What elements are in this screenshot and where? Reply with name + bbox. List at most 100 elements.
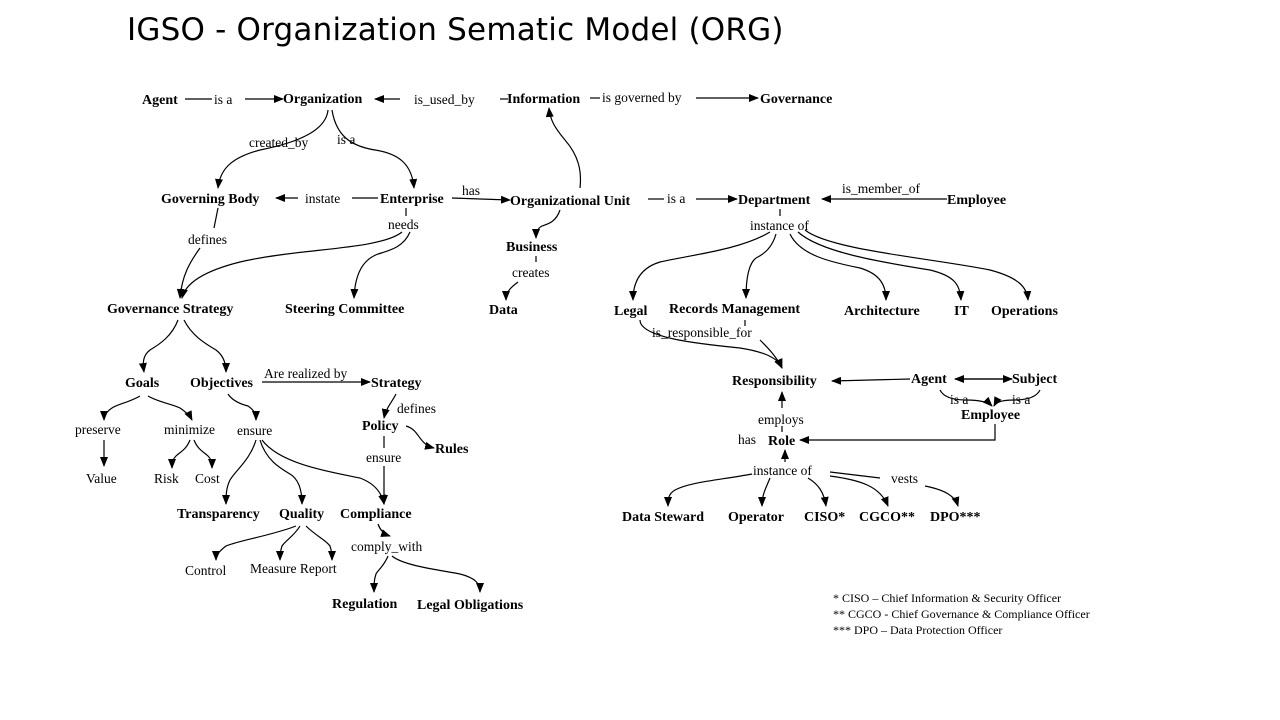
- node-cost: Cost: [195, 471, 220, 486]
- node-governance-strategy: Governance Strategy: [107, 302, 233, 317]
- label-is-a-subject-employee: is a: [1012, 392, 1030, 407]
- node-operations: Operations: [991, 304, 1058, 319]
- node-agent-top: Agent: [142, 93, 178, 108]
- footnote-ciso: * CISO – Chief Information & Security Of…: [833, 591, 1061, 605]
- node-compliance: Compliance: [340, 507, 412, 522]
- edge-dept-architecture: [789, 233, 890, 301]
- edge-ensure-quality: [259, 439, 306, 505]
- footnote-cgco: ** CGCO - Chief Governance & Compliance …: [833, 607, 1090, 621]
- edge-role-dpo-b: [924, 485, 960, 507]
- edge-ent-steering: [350, 231, 411, 299]
- label-instance-of-role: instance of: [753, 463, 812, 478]
- node-legal: Legal: [614, 304, 648, 319]
- node-value: Value: [86, 471, 117, 486]
- footnote-dpo: *** DPO – Data Protection Officer: [833, 623, 1002, 637]
- edge-dept-operations: [804, 229, 1032, 301]
- edge-minimize-cost: [193, 439, 216, 469]
- label-defines-strategy: defines: [397, 401, 436, 416]
- edge-quality-report: [305, 525, 336, 561]
- edge-ensure-compliance: [261, 439, 387, 505]
- edges: [100, 94, 1041, 593]
- node-ciso: CISO*: [804, 510, 845, 525]
- edge-objectives-ensure: [227, 393, 260, 421]
- node-minimize: minimize: [164, 422, 215, 437]
- edge-role-dpo-a: [829, 471, 881, 479]
- edge-role-operator: [758, 477, 771, 507]
- node-governance: Governance: [760, 92, 832, 107]
- label-instate: instate: [305, 191, 340, 206]
- label-are-realized-by: Are realized by: [264, 366, 347, 381]
- label-is-governed-by: is governed by: [602, 90, 682, 105]
- label-has-role: has: [738, 432, 756, 447]
- label-has-org-unit: has: [462, 183, 480, 198]
- edge-policy-rules: [405, 425, 435, 450]
- label-created-by: created_by: [249, 135, 308, 150]
- edge-compliance-comply: [377, 523, 391, 537]
- edge-comply-regulation: [370, 555, 389, 593]
- edge-records-responsibility-b: [759, 339, 783, 369]
- node-organizational-unit: Organizational Unit: [510, 194, 631, 209]
- label-is-a-agent: is a: [214, 92, 232, 107]
- node-measure-report: Measure Report: [250, 561, 337, 576]
- node-ensure-objectives: ensure: [237, 423, 272, 438]
- node-preserve: preserve: [75, 422, 121, 437]
- edge-legal-responsibility: [639, 319, 783, 369]
- edge-agent-responsibility: [831, 376, 911, 385]
- edge-dept-records: [742, 233, 777, 299]
- node-department: Department: [738, 193, 811, 208]
- node-policy: Policy: [362, 419, 399, 434]
- edge-ent-gs: [180, 231, 403, 299]
- edge-role-data-steward: [664, 473, 753, 507]
- node-cgco: CGCO**: [859, 510, 915, 525]
- footnotes: * CISO – Chief Information & Security Of…: [833, 591, 1090, 637]
- nodes: Agent Organization Information Governanc…: [75, 92, 1058, 613]
- label-creates: creates: [512, 265, 549, 280]
- node-governing-body: Governing Body: [161, 192, 259, 207]
- label-is-responsible-for: is_responsible_for: [652, 325, 752, 340]
- node-goals: Goals: [125, 376, 160, 391]
- edge-gb-gs-a: [213, 207, 219, 229]
- edge-quality-control: [212, 525, 297, 561]
- node-employee-top: Employee: [947, 193, 1006, 208]
- node-organization: Organization: [283, 92, 363, 107]
- edge-comply-legal-obligations: [391, 555, 484, 593]
- edge-employee-role: [799, 424, 996, 444]
- node-legal-obligations: Legal Obligations: [417, 598, 524, 613]
- edge-business-data-b: [502, 281, 519, 301]
- node-agent-right: Agent: [911, 372, 947, 387]
- edge-strategy-policy: [381, 393, 397, 419]
- label-is-used-by: is_used_by: [414, 92, 475, 107]
- edge-goals-preserve: [100, 395, 141, 421]
- label-vests: vests: [891, 471, 918, 486]
- node-dpo: DPO***: [930, 510, 981, 525]
- node-subject: Subject: [1012, 372, 1057, 387]
- label-needs: needs: [388, 217, 419, 232]
- label-is-a-agent-employee: is a: [950, 392, 968, 407]
- node-objectives: Objectives: [190, 376, 254, 391]
- edge-dept-it: [797, 231, 965, 301]
- edge-agent-employee: [939, 389, 993, 407]
- label-defines-gb: defines: [188, 232, 227, 247]
- node-enterprise: Enterprise: [380, 192, 444, 207]
- node-architecture: Architecture: [844, 304, 920, 319]
- edge-role-cgco: [829, 475, 889, 507]
- node-responsibility: Responsibility: [732, 374, 817, 389]
- node-operator: Operator: [728, 510, 784, 525]
- node-business: Business: [506, 240, 558, 255]
- edge-org-unit-information: [545, 107, 582, 189]
- label-instance-of-dept: instance of: [750, 218, 809, 233]
- edge-quality-measure: [276, 525, 301, 561]
- edge-org-governing-body: [215, 109, 329, 189]
- edge-role-ciso: [807, 477, 829, 507]
- node-control: Control: [185, 563, 227, 578]
- edge-dept-legal: [629, 231, 771, 301]
- node-data-steward: Data Steward: [622, 510, 704, 525]
- edge-goals-minimize: [147, 395, 193, 421]
- edge-gb-gs-b: [176, 247, 201, 299]
- node-it: IT: [954, 304, 969, 319]
- edge-org-enterprise: [331, 109, 418, 189]
- edge-enterprise-org-unit: [451, 195, 511, 204]
- edge-labels: is a is_used_by is governed by created_b…: [188, 90, 1030, 554]
- label-is-a-enterprise: is a: [337, 132, 355, 147]
